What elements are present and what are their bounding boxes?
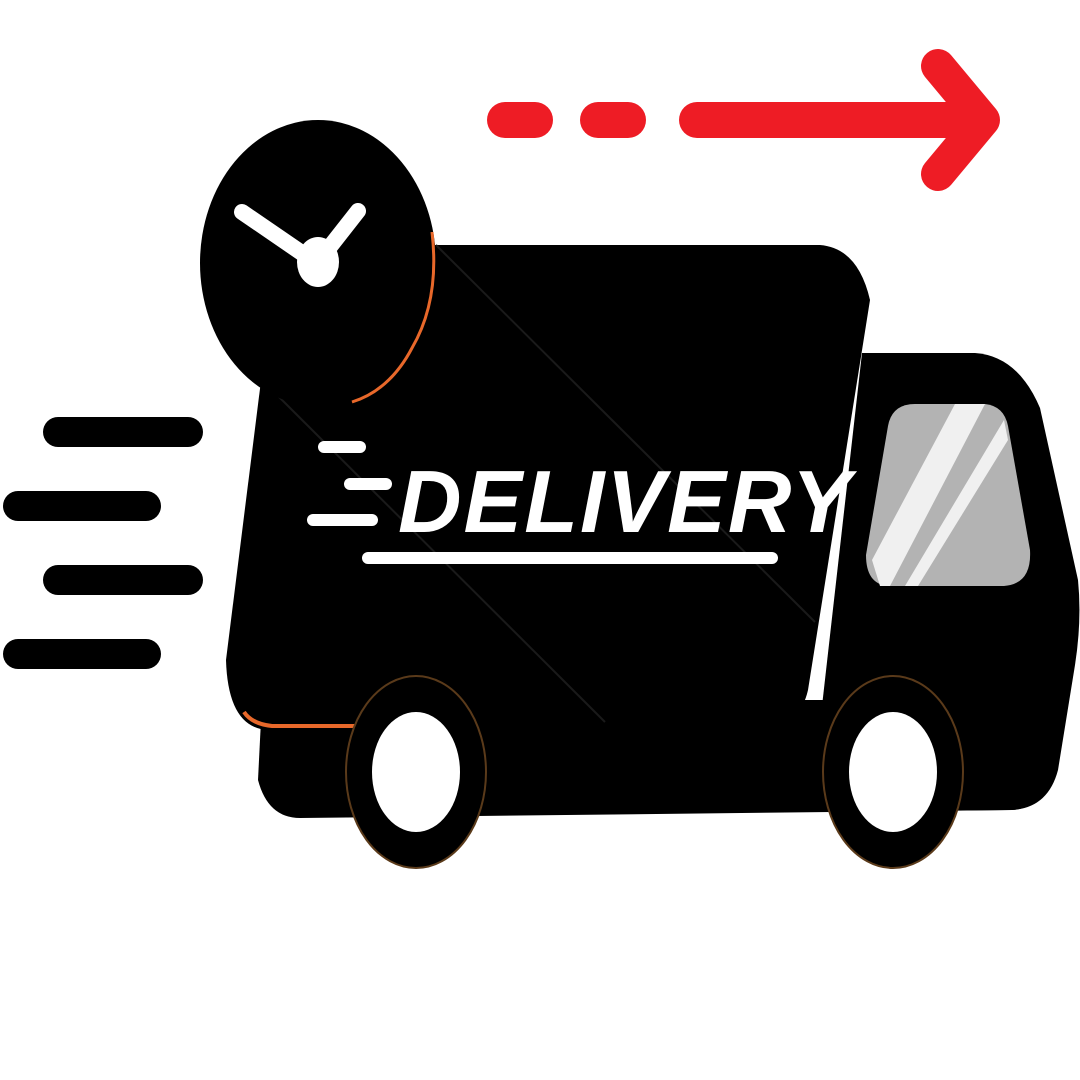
front-wheel-hub bbox=[849, 712, 937, 832]
clock-center bbox=[297, 237, 339, 287]
cargo-box-edge bbox=[242, 710, 360, 728]
delivery-label: DELIVERY bbox=[307, 441, 858, 564]
rear-wheel-hub bbox=[372, 712, 460, 832]
arrow-right-icon bbox=[487, 49, 1000, 191]
window-shine bbox=[872, 404, 985, 586]
delivery-text: DELIVERY bbox=[398, 452, 858, 551]
arrow-head bbox=[921, 49, 1000, 191]
window-shine bbox=[905, 420, 1008, 586]
clock-rim bbox=[351, 231, 436, 404]
speed-lines-icon bbox=[3, 417, 203, 669]
truck-wheels bbox=[345, 675, 964, 869]
clock-icon bbox=[200, 120, 436, 406]
